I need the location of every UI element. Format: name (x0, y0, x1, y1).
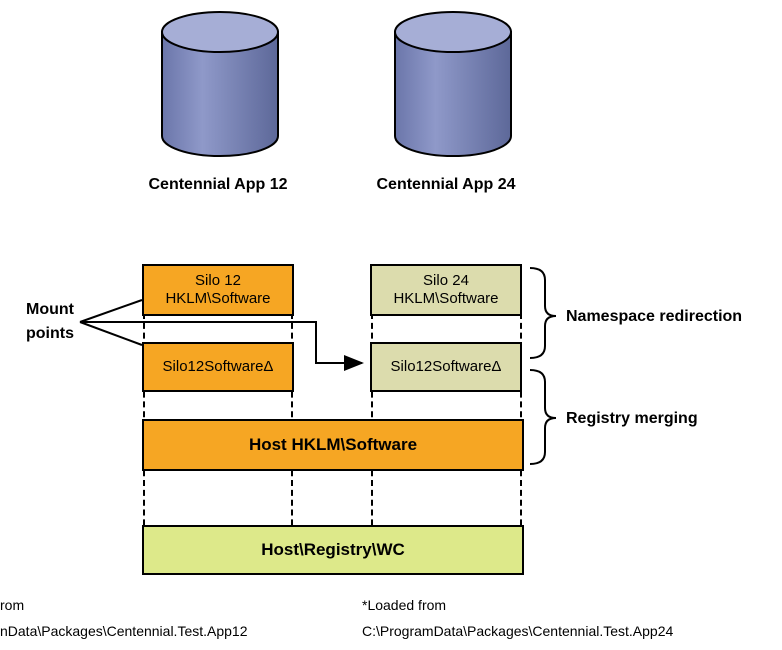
footnote-app12-line2: nData\Packages\Centennial.Test.App12 (0, 623, 248, 639)
footnote-app12: rom nData\Packages\Centennial.Test.App12 (0, 592, 248, 644)
host-hklm-box: Host HKLM\Software (142, 419, 524, 471)
silo24-box: Silo 24 HKLM\Software (370, 264, 522, 316)
silo24-delta-label: Silo12SoftwareΔ (390, 358, 502, 375)
namespace-redirection-label: Namespace redirection (566, 308, 743, 325)
database-icon-app12 (161, 11, 279, 157)
footnote-app24: *Loaded from C:\ProgramData\Packages\Cen… (362, 592, 673, 644)
mount-points-line2: points (26, 325, 74, 342)
footnote-app24-line1: *Loaded from (362, 597, 447, 613)
database-icon-app24 (394, 11, 512, 157)
registry-merging-label: Registry merging (566, 410, 698, 427)
footnote-app24-line2: C:\ProgramData\Packages\Centennial.Test.… (362, 623, 674, 639)
silo12-delta-label: Silo12SoftwareΔ (162, 358, 274, 375)
app-label-24: Centennial App 24 (376, 176, 516, 193)
silo12-path: HKLM\Software (165, 290, 271, 307)
silo24-title: Silo 24 (423, 272, 469, 289)
silo12-title: Silo 12 (195, 272, 241, 289)
host-registry-box: Host\Registry\WC (142, 525, 524, 575)
silo12-box: Silo 12 HKLM\Software (142, 264, 294, 316)
footnote-app12-line1: rom (0, 597, 25, 613)
silo12-delta-box: Silo12SoftwareΔ (142, 342, 294, 392)
silo24-delta-box: Silo12SoftwareΔ (370, 342, 522, 392)
silo24-path: HKLM\Software (393, 290, 499, 307)
host-hklm-label: Host HKLM\Software (248, 435, 418, 454)
app-label-12: Centennial App 12 (148, 176, 288, 193)
host-registry-label: Host\Registry\WC (261, 540, 405, 559)
mount-points-label: Mount points (26, 298, 74, 346)
mount-points-line1: Mount (26, 301, 74, 318)
